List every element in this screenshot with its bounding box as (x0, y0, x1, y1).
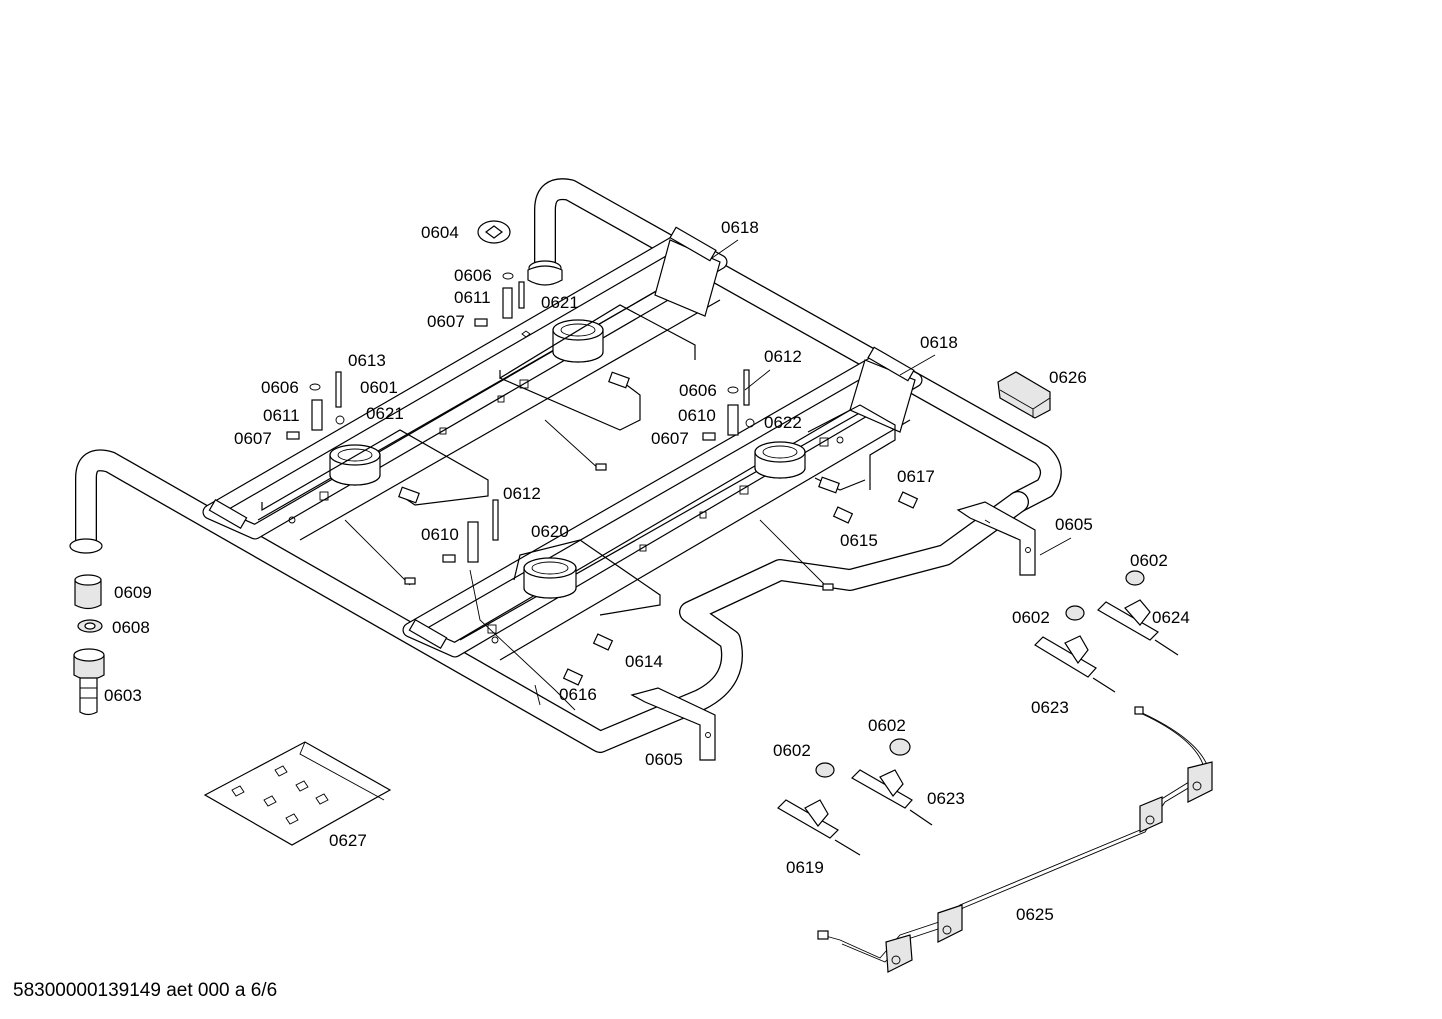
document-id-footer: 58300000139149 aet 000 a 6/6 (13, 980, 278, 1001)
label-0623-upper: 0623 (1031, 698, 1069, 717)
small-parts-bag (203, 741, 392, 846)
label-0610-lower: 0610 (421, 525, 459, 544)
label-0618-lower: 0618 (920, 333, 958, 352)
inlet-fittings (73, 574, 105, 716)
gas-supply-pipe (69, 178, 1062, 753)
label-0607-right: 0607 (651, 429, 689, 448)
label-0609: 0609 (114, 583, 152, 602)
burner-cups (329, 319, 806, 599)
label-0615: 0615 (840, 531, 878, 550)
burner-mounting-plate (202, 226, 923, 661)
label-0610-right: 0610 (678, 406, 716, 425)
label-0621-upper: 0621 (541, 293, 579, 312)
label-0602-lower-right: 0602 (868, 716, 906, 735)
mounting-bracket-right (956, 501, 1036, 576)
label-0603: 0603 (104, 686, 142, 705)
label-0626: 0626 (1049, 368, 1087, 387)
label-0624: 0624 (1152, 608, 1190, 627)
label-0611-left: 0611 (263, 406, 300, 425)
label-0602-upper-right: 0602 (1130, 551, 1168, 570)
label-0622: 0622 (764, 413, 802, 432)
mounting-bracket-left (630, 687, 716, 761)
connector-block (997, 371, 1051, 419)
label-0627: 0627 (329, 831, 367, 850)
label-0604: 0604 (421, 223, 459, 242)
label-0619: 0619 (786, 858, 824, 877)
label-0608: 0608 (112, 618, 150, 637)
label-0611-upper: 0611 (454, 288, 491, 307)
label-0621-left: 0621 (366, 404, 404, 423)
leader-lines (534, 239, 1072, 706)
label-0612-lower: 0612 (503, 484, 541, 503)
part-labels: 0604 0618 0618 0606 0611 0621 0607 0613 … (104, 218, 1190, 924)
label-0617: 0617 (897, 467, 935, 486)
label-0605-right: 0605 (1055, 515, 1093, 534)
label-0616: 0616 (559, 685, 597, 704)
label-0614: 0614 (625, 652, 663, 671)
label-0612-upper: 0612 (764, 347, 802, 366)
label-0601: 0601 (360, 378, 398, 397)
label-0606-left: 0606 (261, 378, 299, 397)
gas-valves (777, 570, 1179, 856)
label-0618-upper: 0618 (721, 218, 759, 237)
label-0606-upper: 0606 (454, 266, 492, 285)
ignition-harness (817, 706, 1213, 973)
label-0605-left: 0605 (645, 750, 683, 769)
burner-cup-0621-left (329, 444, 381, 486)
label-0623-lower: 0623 (927, 789, 965, 808)
label-0613: 0613 (348, 351, 386, 370)
label-0607-upper: 0607 (427, 312, 465, 331)
label-0620: 0620 (531, 522, 569, 541)
igniters-and-thermocouples (286, 220, 755, 563)
burner-cup-0622 (754, 441, 806, 479)
gas-tubes (261, 304, 919, 711)
label-0625: 0625 (1016, 905, 1054, 924)
label-0602-mid: 0602 (1012, 608, 1050, 627)
label-0602-lower-left: 0602 (773, 741, 811, 760)
label-0606-right: 0606 (679, 381, 717, 400)
burner-cup-0620 (523, 557, 577, 599)
label-0607-left: 0607 (234, 429, 272, 448)
